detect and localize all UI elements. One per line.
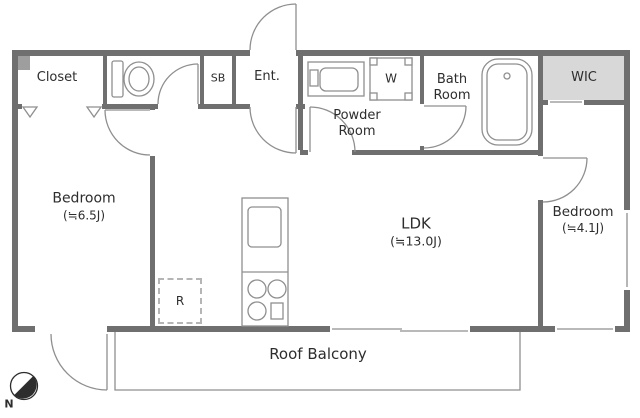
- wall-top: [12, 50, 630, 56]
- bedroom-right-door-arc: [542, 157, 588, 203]
- wall-under-powder-bath: [300, 150, 543, 155]
- wall-bottom: [12, 326, 630, 332]
- closet-opening: [22, 104, 102, 109]
- hallway-door-opening: [250, 104, 296, 109]
- bedroom-left-label: Bedroom (≒6.5J): [52, 191, 115, 224]
- kitchen-counter-icon: [241, 197, 289, 327]
- shoe-box-label: SB: [210, 71, 226, 85]
- wic-label: WIC: [571, 70, 597, 86]
- refrigerator-space: R: [158, 278, 202, 324]
- wall-bedroom-left-ldk: [150, 104, 155, 332]
- bedroom-right-label: Bedroom (≒4.1J): [552, 204, 613, 236]
- bedroom-right-area: (≒4.1J): [561, 221, 605, 236]
- ldk-area: (≒13.0J): [390, 234, 442, 250]
- bedroom-left-area: (≒6.5J): [62, 208, 106, 223]
- balcony-outline: [114, 332, 521, 391]
- refrigerator-label: R: [175, 294, 185, 308]
- wall-powder-bath: [420, 56, 424, 150]
- toilet-door-arc: [157, 63, 199, 105]
- bath-door-arc: [423, 105, 467, 149]
- powder-door-arc: [309, 106, 356, 153]
- powder-room-label: Powder Room: [333, 108, 381, 139]
- ldk-name: LDK: [401, 214, 431, 233]
- washing-machine-icon: [369, 57, 413, 101]
- bedroom-right-door-opening: [538, 156, 543, 200]
- closet-folding-door-icon: [21, 106, 103, 119]
- closet-label: Closet: [36, 70, 78, 86]
- front-door-opening: [250, 50, 296, 56]
- bath-door-opening: [420, 104, 424, 146]
- wall-ent-powder: [298, 50, 303, 150]
- bedroom-right-name: Bedroom: [552, 203, 614, 220]
- roof-balcony-label: Roof Balcony: [269, 344, 367, 363]
- washer-label: W: [385, 71, 397, 86]
- ldk-label: LDK (≒13.0J): [390, 215, 442, 250]
- bathtub-icon: [481, 58, 533, 146]
- vanity-sink-icon: [307, 61, 365, 97]
- bedroom-left-name: Bedroom: [52, 190, 116, 207]
- compass-icon: [9, 371, 39, 401]
- bath-room-label: Bath Room: [433, 72, 471, 103]
- wall-closet-toilet: [103, 56, 107, 104]
- entrance-label: Ent.: [254, 69, 280, 85]
- front-door-arc: [249, 3, 297, 51]
- north-label: N: [4, 397, 14, 411]
- wall-left: [12, 50, 18, 332]
- wall-toilet-sb: [200, 50, 204, 104]
- wall-sb-ent: [232, 56, 236, 104]
- wall-under-wic: [538, 100, 630, 105]
- hallway-door-arc: [249, 106, 297, 154]
- wall-right: [624, 50, 630, 332]
- toilet-icon: [111, 60, 155, 98]
- bedroom-left-door-opening: [150, 110, 155, 156]
- bedroom-left-door-arc: [104, 109, 151, 156]
- toilet-door-opening: [158, 104, 198, 109]
- powder-door-opening: [308, 150, 352, 155]
- wic-floor-fill: [543, 56, 624, 100]
- ldk-window-icon: [332, 328, 468, 332]
- balcony-door-arc: [50, 333, 108, 391]
- balcony-door-opening: [35, 326, 107, 332]
